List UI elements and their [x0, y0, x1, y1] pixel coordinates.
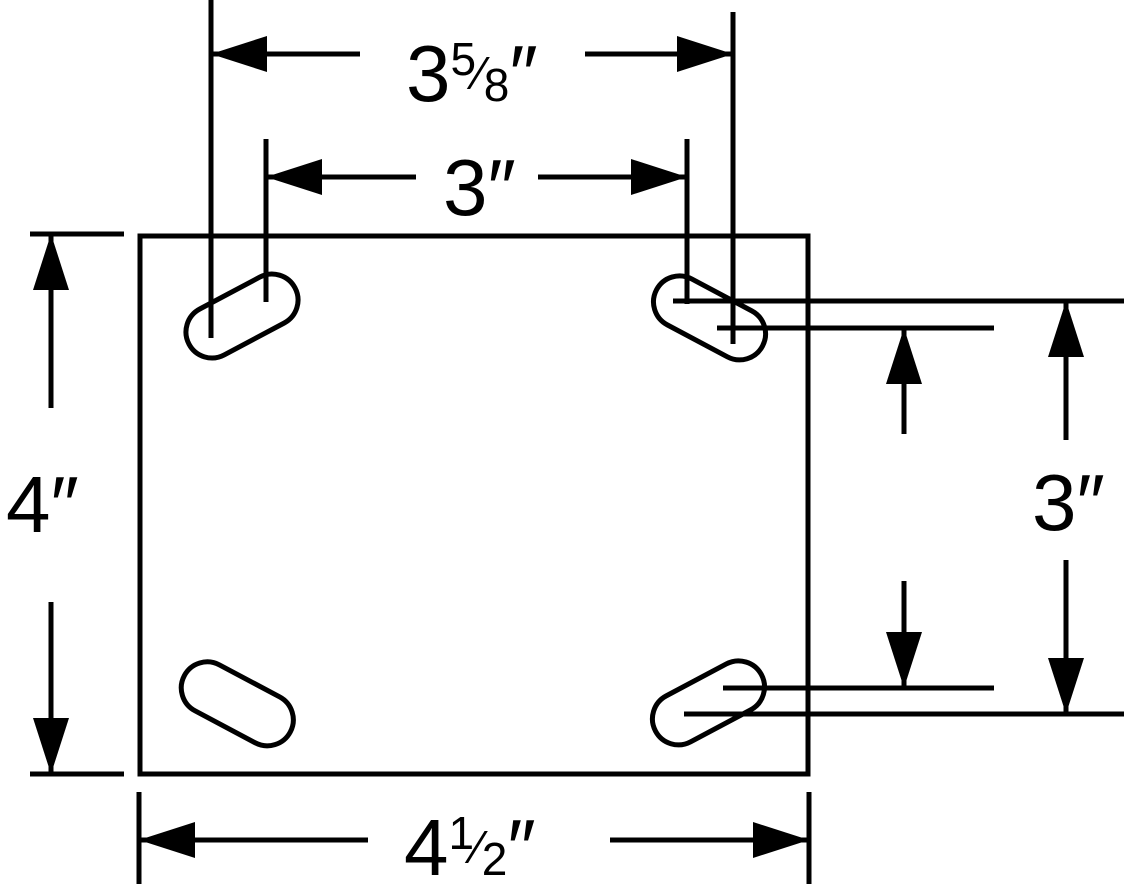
dimension-top-outer: 35⁄8″ — [208, 0, 736, 344]
dimension-left-height: 4″ — [6, 231, 124, 777]
plate-outline — [137, 233, 811, 777]
dimension-label-right-spacing: 3″ — [1032, 458, 1105, 547]
dimension-top-inner: 3″ — [263, 139, 690, 304]
slot-bottom-right — [649, 658, 767, 748]
slot-bottom-left — [178, 659, 296, 749]
dimension-right-spacing: 3″ — [673, 298, 1124, 717]
slot-top-left — [183, 271, 301, 361]
dimension-label-bottom-width: 41⁄2″ — [404, 803, 536, 889]
dimension-label-top-inner: 3″ — [443, 143, 516, 232]
dimension-label-left-height: 4″ — [6, 460, 79, 549]
dimension-label-top-outer: 35⁄8″ — [406, 29, 538, 118]
slot-top-right — [651, 273, 769, 363]
dimension-bottom-width: 41⁄2″ — [136, 792, 812, 889]
